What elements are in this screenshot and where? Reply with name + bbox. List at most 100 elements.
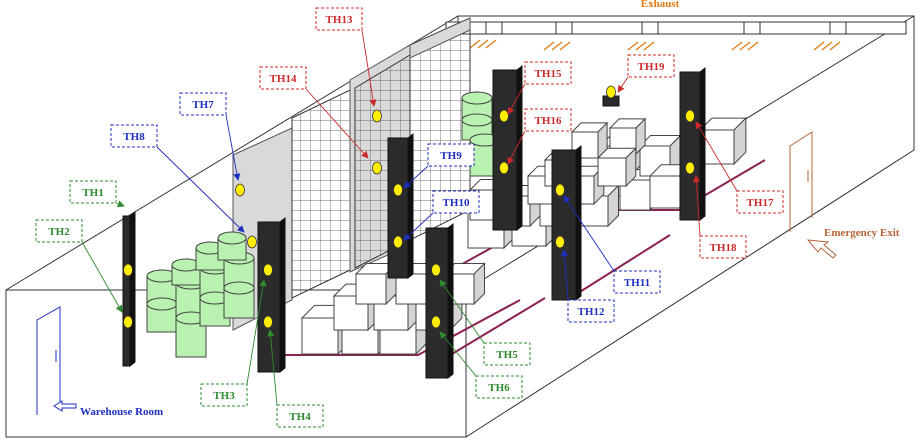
sensor-th7-leader	[225, 114, 241, 181]
sensor-th16-text: TH16	[535, 115, 562, 127]
sensor-th16-leader	[507, 130, 526, 165]
sensor-pole	[425, 222, 454, 380]
sensor-th1-text: TH1	[82, 187, 103, 199]
exhaust-duct	[445, 21, 907, 51]
sensor-th6-leader	[439, 331, 477, 377]
sensor-th15-dot	[499, 109, 509, 123]
sensor-th11-text: TH11	[624, 277, 650, 289]
sensor-th19-dot	[606, 85, 616, 99]
sensor-th13-dot	[372, 109, 382, 123]
sensor-pole	[122, 210, 136, 368]
poles	[122, 64, 706, 380]
sensor-th14-dot	[372, 161, 382, 175]
sensor-pole	[679, 66, 706, 222]
sensor-th14-text: TH14	[270, 73, 297, 85]
sensor-th13-text: TH13	[326, 14, 353, 26]
sensor-th3-label: TH3	[200, 383, 248, 407]
sensor-th5-dot	[431, 263, 441, 277]
sensor-dots	[123, 85, 695, 329]
sensor-th17-dot	[685, 109, 695, 123]
sensor-th5-leader	[439, 279, 485, 344]
sensor-th11-label: TH11	[613, 270, 661, 294]
sensor-th9-dot	[393, 183, 403, 197]
sensor-th2-dot	[123, 315, 133, 329]
sensor-th17-leader	[695, 121, 738, 192]
barrel-group-front	[146, 231, 255, 358]
sensor-th12-dot	[555, 235, 565, 249]
box	[354, 262, 398, 306]
sensor-th2-text: TH2	[48, 226, 70, 238]
sensor-th1-leader	[115, 200, 125, 208]
sensor-th2-label: TH2	[35, 219, 83, 243]
sensor-th4-leader	[267, 329, 278, 406]
sensor-pole	[551, 144, 582, 302]
sensor-th2-leader	[81, 241, 123, 313]
sensor-th15-text: TH15	[535, 68, 562, 80]
sensor-th10-leader	[403, 212, 434, 241]
box	[638, 134, 682, 178]
sensor-th11-leader	[563, 195, 615, 272]
sensor-th18-leader	[692, 175, 701, 237]
emergency-exit-label: Emergency Exit	[824, 227, 900, 239]
leader-lines	[81, 29, 738, 406]
sensor-th8-label: TH8	[110, 124, 158, 148]
sensor-th7-dot	[235, 183, 245, 197]
box	[698, 116, 748, 166]
sensor-th4-text: TH4	[289, 411, 311, 423]
sensor-th18-text: TH18	[710, 242, 737, 254]
sensor-th13-leader	[361, 29, 377, 107]
sensor-th19-leader	[617, 76, 629, 93]
sensor-th5-text: TH5	[496, 349, 518, 361]
warehouse-room-label: Warehouse Room	[80, 406, 163, 418]
sensor-th7-text: TH7	[192, 99, 214, 111]
sensor-pole	[387, 132, 414, 280]
sensor-th15-label: TH15	[524, 61, 572, 85]
sensor-th19-text: TH19	[638, 61, 665, 73]
sensor-th6-dot	[431, 315, 441, 329]
sensor-th13-label: TH13	[315, 7, 363, 31]
sensor-th5-label: TH5	[483, 342, 531, 366]
box	[608, 117, 647, 156]
sensor-th10-text: TH10	[443, 197, 470, 209]
sensor-th6-label: TH6	[475, 375, 523, 399]
sensor-th15-leader	[507, 83, 526, 115]
sensor-th9-text: TH9	[440, 150, 462, 162]
sensor-th8-leader	[156, 146, 245, 233]
sensor-th3-text: TH3	[213, 390, 235, 402]
sensor-th16-dot	[499, 161, 509, 175]
sensor-th8-dot	[247, 235, 257, 249]
sensor-th9-label: TH9	[427, 143, 475, 167]
sensor-th3-leader	[246, 279, 267, 385]
sensor-th1-label: TH1	[69, 180, 117, 204]
sensor-th18-label: TH18	[699, 235, 747, 259]
exhaust-arrows	[469, 39, 841, 51]
sensor-th3-dot	[263, 263, 273, 277]
sensor-th14-label: TH14	[259, 66, 307, 90]
barrels	[146, 91, 501, 358]
door-emergency	[789, 131, 813, 232]
sensor-th12-leader	[560, 249, 569, 301]
barrel-group-back	[461, 91, 501, 177]
box	[596, 146, 638, 188]
exhaust-label: Exhaust	[641, 0, 680, 10]
sensor-th16-label: TH16	[524, 108, 572, 132]
sensor-th10-dot	[393, 235, 403, 249]
sensor-th8-text: TH8	[123, 131, 145, 143]
sensor-th11-dot	[555, 183, 565, 197]
sensor-pole	[492, 64, 523, 232]
sensor-labels: TH1TH2TH3TH4TH5TH6TH7TH8TH9TH10TH11TH12T…	[35, 7, 784, 428]
sensor-th9-leader	[403, 165, 429, 189]
door-warehouse	[36, 306, 61, 415]
sensor-th4-label: TH4	[276, 404, 324, 428]
sensor-th4-dot	[263, 315, 273, 329]
sensor-th17-text: TH17	[747, 197, 774, 209]
sensor-pole	[257, 216, 286, 374]
sensor-th10-label: TH10	[432, 190, 480, 214]
sensor-th1-dot	[123, 263, 133, 277]
sensor-th19-label: TH19	[627, 54, 675, 78]
sensor-th17-label: TH17	[736, 190, 784, 214]
sensor-th18-dot	[685, 161, 695, 175]
sensor-th14-leader	[305, 88, 369, 159]
sensor-th7-label: TH7	[179, 92, 227, 116]
